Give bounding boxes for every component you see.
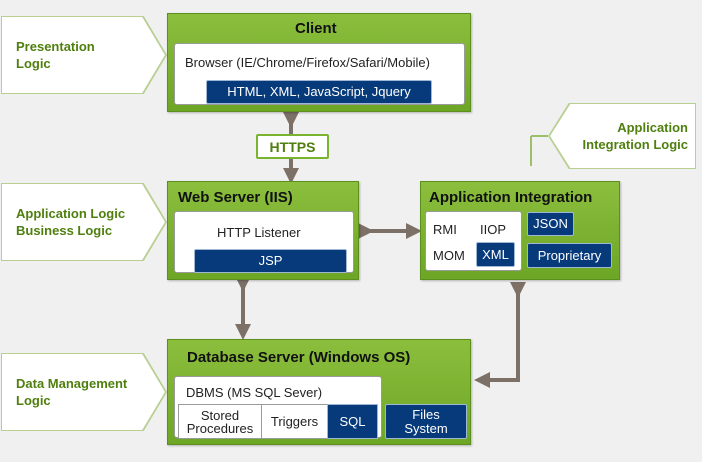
dbms-label: DBMS (MS SQL Sever) xyxy=(186,385,323,400)
integration-logic-text: Application Integration Logic xyxy=(550,104,695,168)
http-listener-label: HTTP Listener xyxy=(217,225,301,240)
sql-badge: SQL xyxy=(327,404,378,439)
proprietary-badge: Proprietary xyxy=(527,243,612,268)
https-label: HTTPS xyxy=(256,134,329,159)
rmi-label: RMI xyxy=(433,222,457,237)
data-management-logic-label: Data Management Logic xyxy=(2,354,165,430)
iiop-label: IIOP xyxy=(480,222,507,237)
protocol-box: RMI IIOP MOM xyxy=(425,211,522,271)
json-badge: JSON xyxy=(527,212,574,236)
database-server-panel: Database Server (Windows OS) DBMS (MS SQ… xyxy=(167,339,471,445)
browser-label: Browser (IE/Chrome/Firefox/Safari/Mobile… xyxy=(185,55,430,70)
presentation-logic-label: Presentation Logic xyxy=(2,17,165,93)
database-server-title: Database Server (Windows OS) xyxy=(187,349,411,366)
stored-procedures-cell: Stored Procedures xyxy=(178,404,262,439)
triggers-cell: Triggers xyxy=(261,404,328,439)
mom-label: MOM xyxy=(433,248,465,263)
application-integration-panel: Application Integration RMI IIOP MOM XML… xyxy=(420,181,620,280)
application-integration-title: Application Integration xyxy=(429,189,593,206)
client-title: Client xyxy=(295,20,337,37)
client-panel: Client Browser (IE/Chrome/Firefox/Safari… xyxy=(167,13,471,112)
xml-badge: XML xyxy=(476,242,515,267)
client-tech-badge: HTML, XML, JavaScript, Jquery xyxy=(206,80,432,104)
application-logic-label: Application Logic Business Logic xyxy=(2,184,165,260)
web-server-title: Web Server (IIS) xyxy=(178,189,293,206)
arrow-integration-database xyxy=(474,282,526,388)
files-system-badge: Files System xyxy=(385,404,467,439)
web-server-panel: Web Server (IIS) HTTP Listener JSP xyxy=(167,181,359,280)
jsp-badge: JSP xyxy=(194,249,347,273)
